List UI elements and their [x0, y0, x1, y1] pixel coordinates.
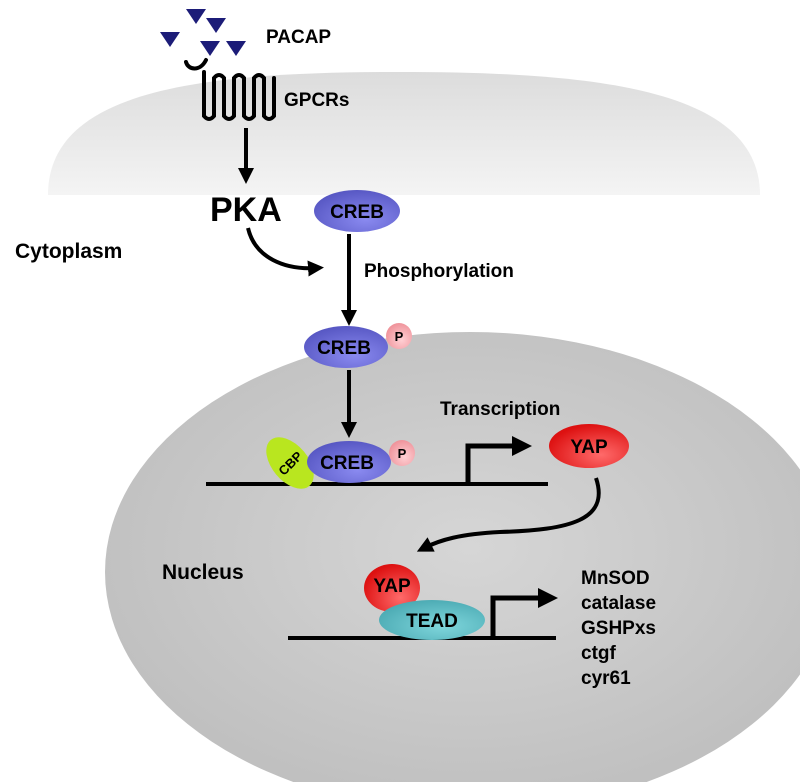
pacap-label: PACAP — [266, 27, 331, 48]
phosphorylation-label: Phosphorylation — [364, 261, 514, 282]
yap-product-protein: YAP — [549, 424, 629, 468]
gpcrs-label: GPCRs — [284, 90, 349, 111]
gpcr-receptor-icon — [184, 58, 276, 121]
target-gene: ctgf — [581, 643, 617, 664]
arrow-yap-to-tead — [416, 477, 601, 552]
creb-phospho-protein: CREB P — [304, 323, 412, 368]
creb-phospho-label: CREB — [317, 338, 371, 359]
yap-bound-label: YAP — [373, 576, 411, 597]
yap-bound-protein: YAP — [364, 564, 420, 612]
target-gene: MnSOD — [581, 568, 650, 589]
nucleus-label: Nucleus — [162, 561, 244, 584]
phospho-mark-2: P — [398, 446, 407, 461]
tead-protein: TEAD — [379, 600, 485, 640]
tead-label: TEAD — [406, 611, 458, 632]
phospho-mark-1: P — [395, 329, 404, 344]
arrow-pka-to-creb — [246, 227, 324, 277]
promoter-arrow-1 — [465, 436, 532, 484]
creb-cytoplasm-label: CREB — [330, 202, 384, 223]
transcription-label: Transcription — [440, 399, 560, 420]
creb-nuclear-label: CREB — [320, 453, 374, 474]
yap-product-label: YAP — [570, 437, 608, 458]
target-gene: catalase — [581, 593, 656, 614]
cbp-protein: CBP — [266, 437, 314, 489]
pka-label: PKA — [210, 191, 282, 229]
target-gene-list: MnSOD catalase GSHPxs ctgf cyr61 — [581, 568, 656, 689]
promoter-arrow-2 — [490, 588, 558, 638]
target-gene: cyr61 — [581, 668, 631, 689]
pacap-ligand-icon — [160, 9, 246, 56]
creb-nuclear-protein: CREB P — [307, 440, 415, 483]
target-gene: GSHPxs — [581, 618, 656, 639]
creb-cytoplasm-protein: CREB — [314, 190, 400, 232]
cell-membrane-region — [48, 72, 760, 195]
cytoplasm-label: Cytoplasm — [15, 240, 122, 263]
